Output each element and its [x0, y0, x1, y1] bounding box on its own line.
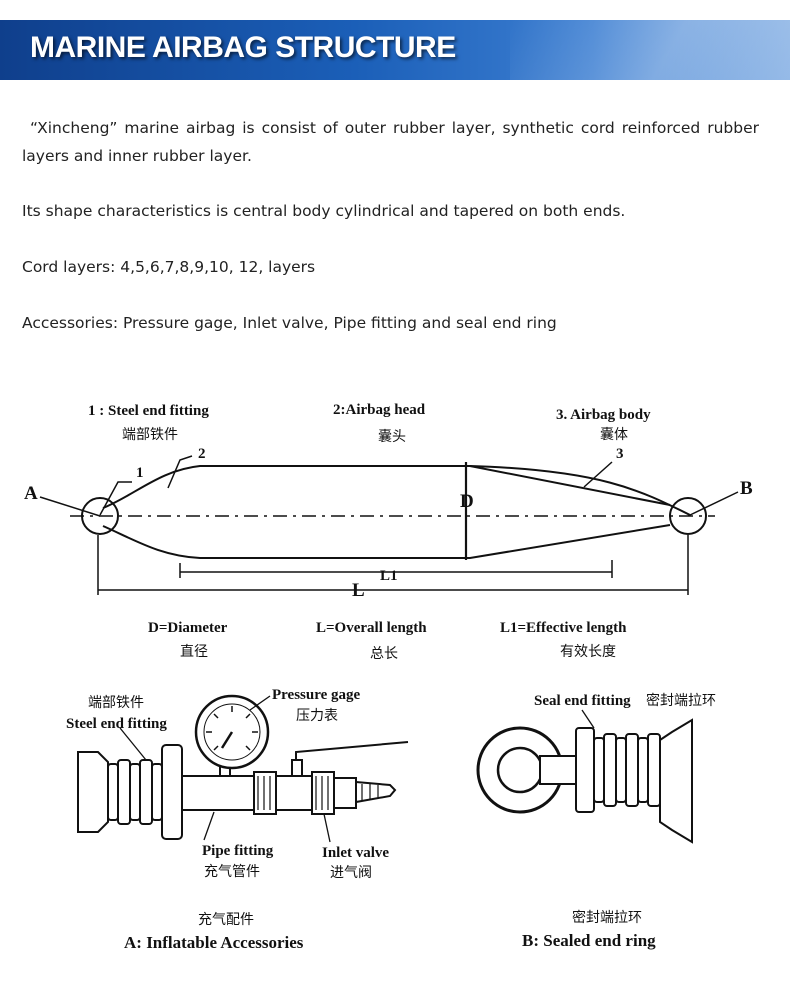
label-airbag-body: 3. Airbag body [556, 407, 651, 423]
label-steel-end-fitting-cn: 端部铁件 [122, 427, 178, 443]
seal-end-fitting-cn-label: 密封端拉环 [646, 692, 716, 709]
legend-diameter: D=Diameter [148, 620, 228, 636]
point-a-label: A [24, 483, 38, 504]
legend-overall-length-cn: 总长 [370, 646, 398, 662]
cord-layers-paragraph: Cord layers: 4,5,6,7,8,9,10, 12, layers [22, 258, 316, 276]
inflatable-accessory-drawing [77, 741, 409, 840]
legend-effective-length-cn: 有效长度 [560, 644, 616, 660]
label-steel-end-fitting: 1 : Steel end fitting [88, 403, 209, 419]
legend-diameter-cn: 直径 [180, 643, 208, 660]
dimension-l-label: L [352, 580, 365, 601]
sealed-ring-caption: B: Sealed end ring [522, 931, 656, 950]
sealed-ring-caption-cn: 密封端拉环 [572, 909, 642, 926]
accessories-paragraph: Accessories: Pressure gage, Inlet valve,… [22, 314, 557, 332]
sealed-end-ring-drawing [476, 718, 693, 844]
callout-1: 1 [136, 465, 144, 481]
steel-fitting-cn-label: 端部铁件 [88, 695, 144, 711]
pipe-fitting-cn-label: 充气管件 [204, 864, 260, 880]
callout-2: 2 [198, 446, 206, 462]
intro-paragraph: “Xincheng” marine airbag is consist of o… [22, 119, 759, 165]
label-airbag-head-cn: 囊头 [378, 428, 406, 445]
dimension-l1-label: L1 [380, 568, 398, 584]
pressure-gage-cn-label: 压力表 [296, 708, 338, 724]
inlet-valve-cn-label: 进气阀 [330, 865, 372, 881]
legend-effective-length: L1=Effective length [500, 620, 627, 636]
airbag-outline [102, 465, 691, 559]
inlet-valve-label: Inlet valve [322, 845, 389, 861]
label-airbag-body-cn: 囊体 [600, 426, 628, 443]
title-banner: MARINE AIRBAG STRUCTURE [0, 20, 790, 80]
dimension-d-label: D [460, 491, 474, 512]
point-b-label: B [740, 478, 753, 499]
inflatable-caption: A: Inflatable Accessories [124, 933, 304, 952]
page-title: MARINE AIRBAG STRUCTURE [30, 31, 456, 64]
pipe-fitting-label: Pipe fitting [202, 843, 274, 859]
steel-fitting-label: Steel end fitting [66, 716, 167, 732]
label-airbag-head: 2:Airbag head [333, 402, 426, 418]
inflatable-caption-cn: 充气配件 [198, 912, 254, 928]
pressure-gage-label: Pressure gage [272, 687, 361, 703]
callout-3: 3 [616, 446, 624, 462]
shape-paragraph: Its shape characteristics is central bod… [22, 202, 626, 220]
seal-end-fitting-label: Seal end fitting [534, 693, 631, 709]
legend-overall-length: L=Overall length [316, 620, 427, 636]
